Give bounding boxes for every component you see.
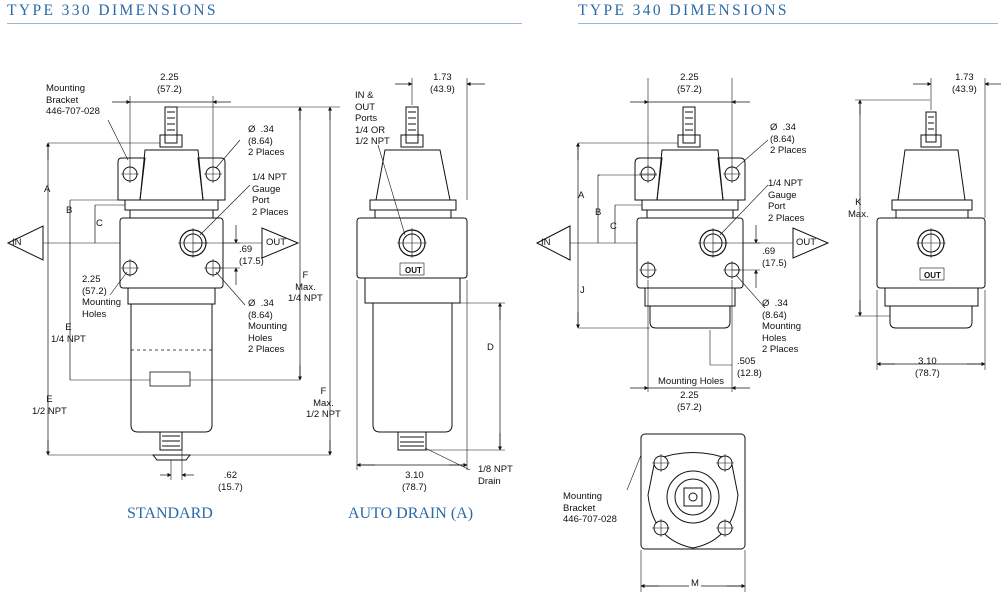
standard-f-12-label: F Max. 1/2 NPT — [306, 386, 341, 420]
type330-header-rule — [7, 23, 522, 24]
caption-standard: STANDARD — [127, 505, 213, 522]
type330-header: TYPE 330 DIMENSIONS — [7, 2, 218, 19]
t340-side-out-mark: OUT — [924, 271, 941, 280]
auto-drain-dim-d: D — [487, 342, 494, 353]
type340-side-view — [855, 78, 1001, 370]
standard-gauge-port-label: 1/4 NPT Gauge Port 2 Places — [252, 172, 289, 218]
type340-front-view — [535, 78, 830, 392]
t340-dim-c: C — [610, 221, 617, 232]
type340-bottom-view — [626, 433, 746, 592]
standard-e-12-label: E 1/2 NPT — [32, 394, 67, 417]
auto-drain-drain-label: 1/8 NPT Drain — [478, 464, 513, 487]
standard-out-label: OUT — [266, 237, 287, 248]
t340-dim-a: A — [578, 190, 585, 201]
t340-width-225-label: 2.25 (57.2) — [677, 72, 702, 95]
t340-dia-34-bottom-label: Ø .34 (8.64) Mounting Holes 2 Places — [762, 298, 802, 355]
standard-holes-225-label: 2.25 (57.2) Mounting Holes — [82, 274, 122, 320]
t340-bottom-mounting-bracket-label: Mounting Bracket 446-707-028 — [563, 491, 617, 525]
type340-header: TYPE 340 DIMENSIONS — [578, 2, 789, 19]
standard-view — [6, 96, 340, 480]
standard-e-14-label: E 1/4 NPT — [51, 322, 86, 345]
standard-width-225-label: 2.25 (57.2) — [157, 72, 182, 95]
t340-side-width-310-label: 3.10 (78.7) — [915, 356, 940, 379]
caption-auto-drain: AUTO DRAIN (A) — [348, 505, 474, 522]
standard-mounting-bracket-label: Mounting Bracket 446-707-028 — [46, 83, 100, 117]
type340-header-rule — [578, 23, 998, 24]
t340-dim-505-label: .505 (12.8) — [737, 356, 762, 379]
standard-dim-b: B — [66, 205, 73, 216]
t340-mounting-holes-label: Mounting Holes — [658, 376, 725, 387]
t340-bottom-dim-m: M — [689, 578, 701, 590]
t340-side-dim-k: K Max. — [848, 197, 869, 220]
auto-drain-width-310-label: 3.10 (78.7) — [402, 470, 427, 493]
t340-dim-b: B — [595, 207, 602, 218]
auto-drain-out-mark: OUT — [405, 266, 422, 275]
standard-dia-34-bottom-label: Ø .34 (8.64) Mounting Holes 2 Places — [248, 298, 288, 355]
auto-drain-ports-label: IN & OUT Ports 1/4 OR 1/2 NPT — [355, 90, 390, 147]
t340-dim-j: J — [580, 285, 585, 296]
standard-f-14-label: F Max. 1/4 NPT — [288, 270, 323, 304]
auto-drain-view — [356, 78, 505, 471]
standard-dim-a: A — [44, 184, 51, 195]
auto-drain-width-173-label: 1.73 (43.9) — [430, 72, 455, 95]
t340-dim-69-label: .69 (17.5) — [762, 246, 787, 269]
standard-dia-34-top-label: Ø .34 (8.64) 2 Places — [248, 124, 285, 158]
t340-dia-34-top-label: Ø .34 (8.64) 2 Places — [770, 122, 807, 156]
t340-out-label: OUT — [796, 237, 817, 248]
standard-dim-62-label: .62 (15.7) — [218, 470, 243, 493]
standard-dim-69-label: .69 (17.5) — [239, 244, 264, 267]
t340-side-width-173-label: 1.73 (43.9) — [952, 72, 977, 95]
t340-gauge-port-label: 1/4 NPT Gauge Port 2 Places — [768, 178, 805, 224]
t340-in-label: IN — [541, 237, 551, 248]
t340-holes-225-label: 2.25 (57.2) — [677, 390, 702, 413]
standard-in-label: IN — [12, 237, 22, 248]
standard-dim-c: C — [96, 218, 103, 229]
